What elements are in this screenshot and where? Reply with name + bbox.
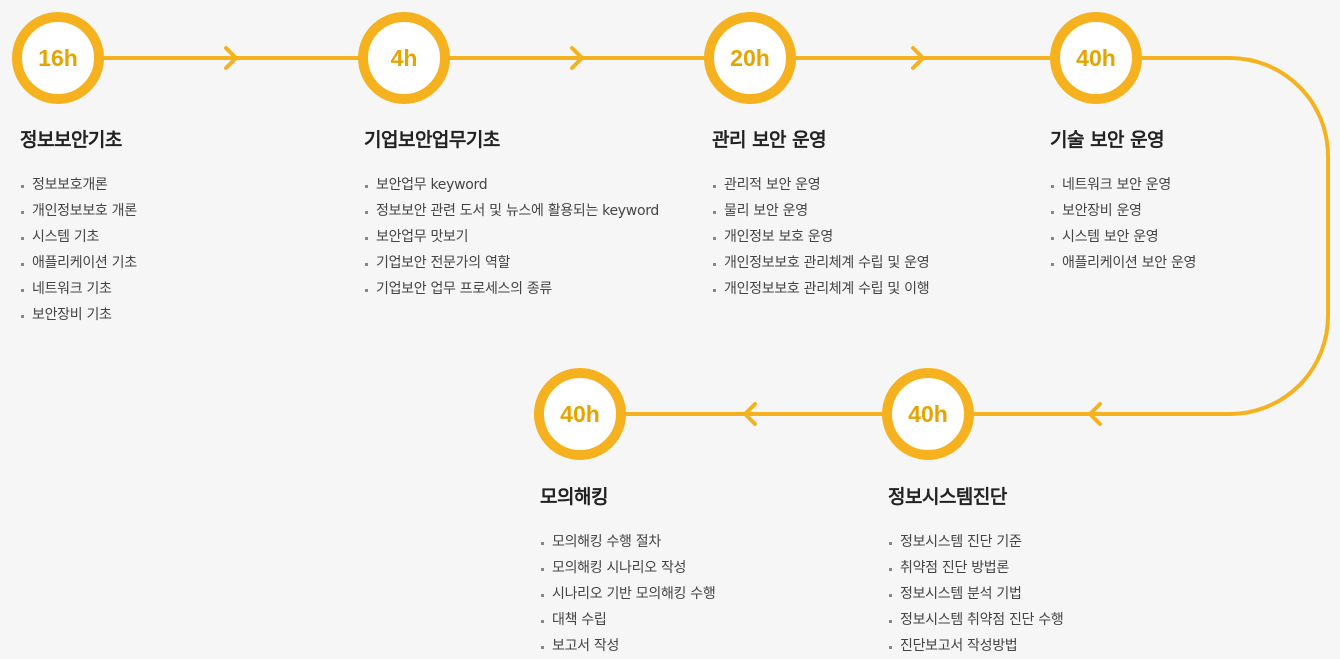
list-item: 정보보안 관련 도서 및 뉴스에 활용되는 keyword (364, 198, 659, 224)
arrow-right-icon (911, 46, 925, 70)
list-item: 정보시스템 진단 기준 (888, 529, 1063, 555)
step-title: 모의해킹 (540, 486, 608, 508)
list-item: 보안업무 맛보기 (364, 224, 659, 250)
topic-list: 네트워크 보안 운영 보안장비 운영 시스템 보안 운영 애플리케이션 보안 운… (1050, 172, 1196, 276)
list-item: 진단보고서 작성방법 (888, 633, 1063, 659)
step-title: 기업보안업무기초 (364, 129, 500, 151)
list-item: 기업보안 업무 프로세스의 종류 (364, 276, 659, 302)
hours-badge: 16h (12, 12, 104, 104)
list-item: 취약점 진단 방법론 (888, 555, 1063, 581)
arrow-right-icon (570, 46, 584, 70)
step-title: 정보보안기초 (20, 129, 122, 151)
list-item: 애플리케이션 기초 (20, 250, 137, 276)
hours-badge: 40h (534, 368, 626, 460)
list-item: 애플리케이션 보안 운영 (1050, 250, 1196, 276)
arrow-left-icon (743, 402, 757, 426)
list-item: 정보보호개론 (20, 172, 137, 198)
step-system-diagnosis: 정보시스템진단 정보시스템 진단 기준 취약점 진단 방법론 정보시스템 분석 … (888, 482, 1064, 659)
hours-badge: 20h (704, 12, 796, 104)
step-technical-security: 기술 보안 운영 네트워크 보안 운영 보안장비 운영 시스템 보안 운영 애플… (1050, 125, 1196, 276)
list-item: 개인정보보호 관리체계 수립 및 운영 (712, 250, 930, 276)
step-title: 기술 보안 운영 (1050, 129, 1165, 151)
list-item: 정보시스템 취약점 진단 수행 (888, 607, 1064, 633)
list-item: 시나리오 기반 모의해킹 수행 (540, 581, 716, 607)
topic-list: 정보보호개론 개인정보보호 개론 시스템 기초 애플리케이션 기초 네트워크 기… (20, 172, 137, 328)
list-item: 모의해킹 수행 절차 (540, 529, 715, 555)
list-item: 모의해킹 시나리오 작성 (540, 555, 715, 581)
arrow-left-icon (1088, 402, 1102, 426)
connector-curve (928, 56, 1330, 416)
list-item: 시스템 기초 (20, 224, 137, 250)
list-item: 시스템 보안 운영 (1050, 224, 1196, 250)
hours-badge: 40h (1050, 12, 1142, 104)
list-item: 네트워크 보안 운영 (1050, 172, 1196, 198)
list-item: 보안장비 운영 (1050, 198, 1196, 224)
step-title: 정보시스템진단 (888, 486, 1007, 508)
step-penetration-testing: 모의해킹 모의해킹 수행 절차 모의해킹 시나리오 작성 시나리오 기반 모의해… (540, 482, 716, 659)
step-basic-security: 정보보안기초 정보보호개론 개인정보보호 개론 시스템 기초 애플리케이션 기초… (20, 125, 137, 328)
list-item: 기업보안 전문가의 역할 (364, 250, 659, 276)
list-item: 개인정보보호 개론 (20, 198, 137, 224)
hours-badge: 4h (358, 12, 450, 104)
list-item: 관리적 보안 운영 (712, 172, 929, 198)
list-item: 개인정보보호 관리체계 수립 및 이행 (712, 276, 930, 302)
list-item: 보고서 작성 (540, 633, 715, 659)
hours-badge: 40h (882, 368, 974, 460)
list-item: 물리 보안 운영 (712, 198, 929, 224)
topic-list: 정보시스템 진단 기준 취약점 진단 방법론 정보시스템 분석 기법 정보시스템… (888, 529, 1064, 659)
topic-list: 관리적 보안 운영 물리 보안 운영 개인정보 보호 운영 개인정보보호 관리체… (712, 172, 930, 302)
topic-list: 모의해킹 수행 절차 모의해킹 시나리오 작성 시나리오 기반 모의해킹 수행 … (540, 529, 716, 659)
list-item: 정보시스템 분석 기법 (888, 581, 1063, 607)
list-item: 보안업무 keyword (364, 172, 659, 198)
arrow-right-icon (224, 46, 238, 70)
list-item: 네트워크 기초 (20, 276, 137, 302)
list-item: 대책 수립 (540, 607, 715, 633)
step-corporate-security-basics: 기업보안업무기초 보안업무 keyword 정보보안 관련 도서 및 뉴스에 활… (364, 125, 659, 302)
step-title: 관리 보안 운영 (712, 129, 827, 151)
list-item: 보안장비 기초 (20, 302, 137, 328)
step-management-security: 관리 보안 운영 관리적 보안 운영 물리 보안 운영 개인정보 보호 운영 개… (712, 125, 930, 302)
list-item: 개인정보 보호 운영 (712, 224, 929, 250)
topic-list: 보안업무 keyword 정보보안 관련 도서 및 뉴스에 활용되는 keywo… (364, 172, 659, 302)
